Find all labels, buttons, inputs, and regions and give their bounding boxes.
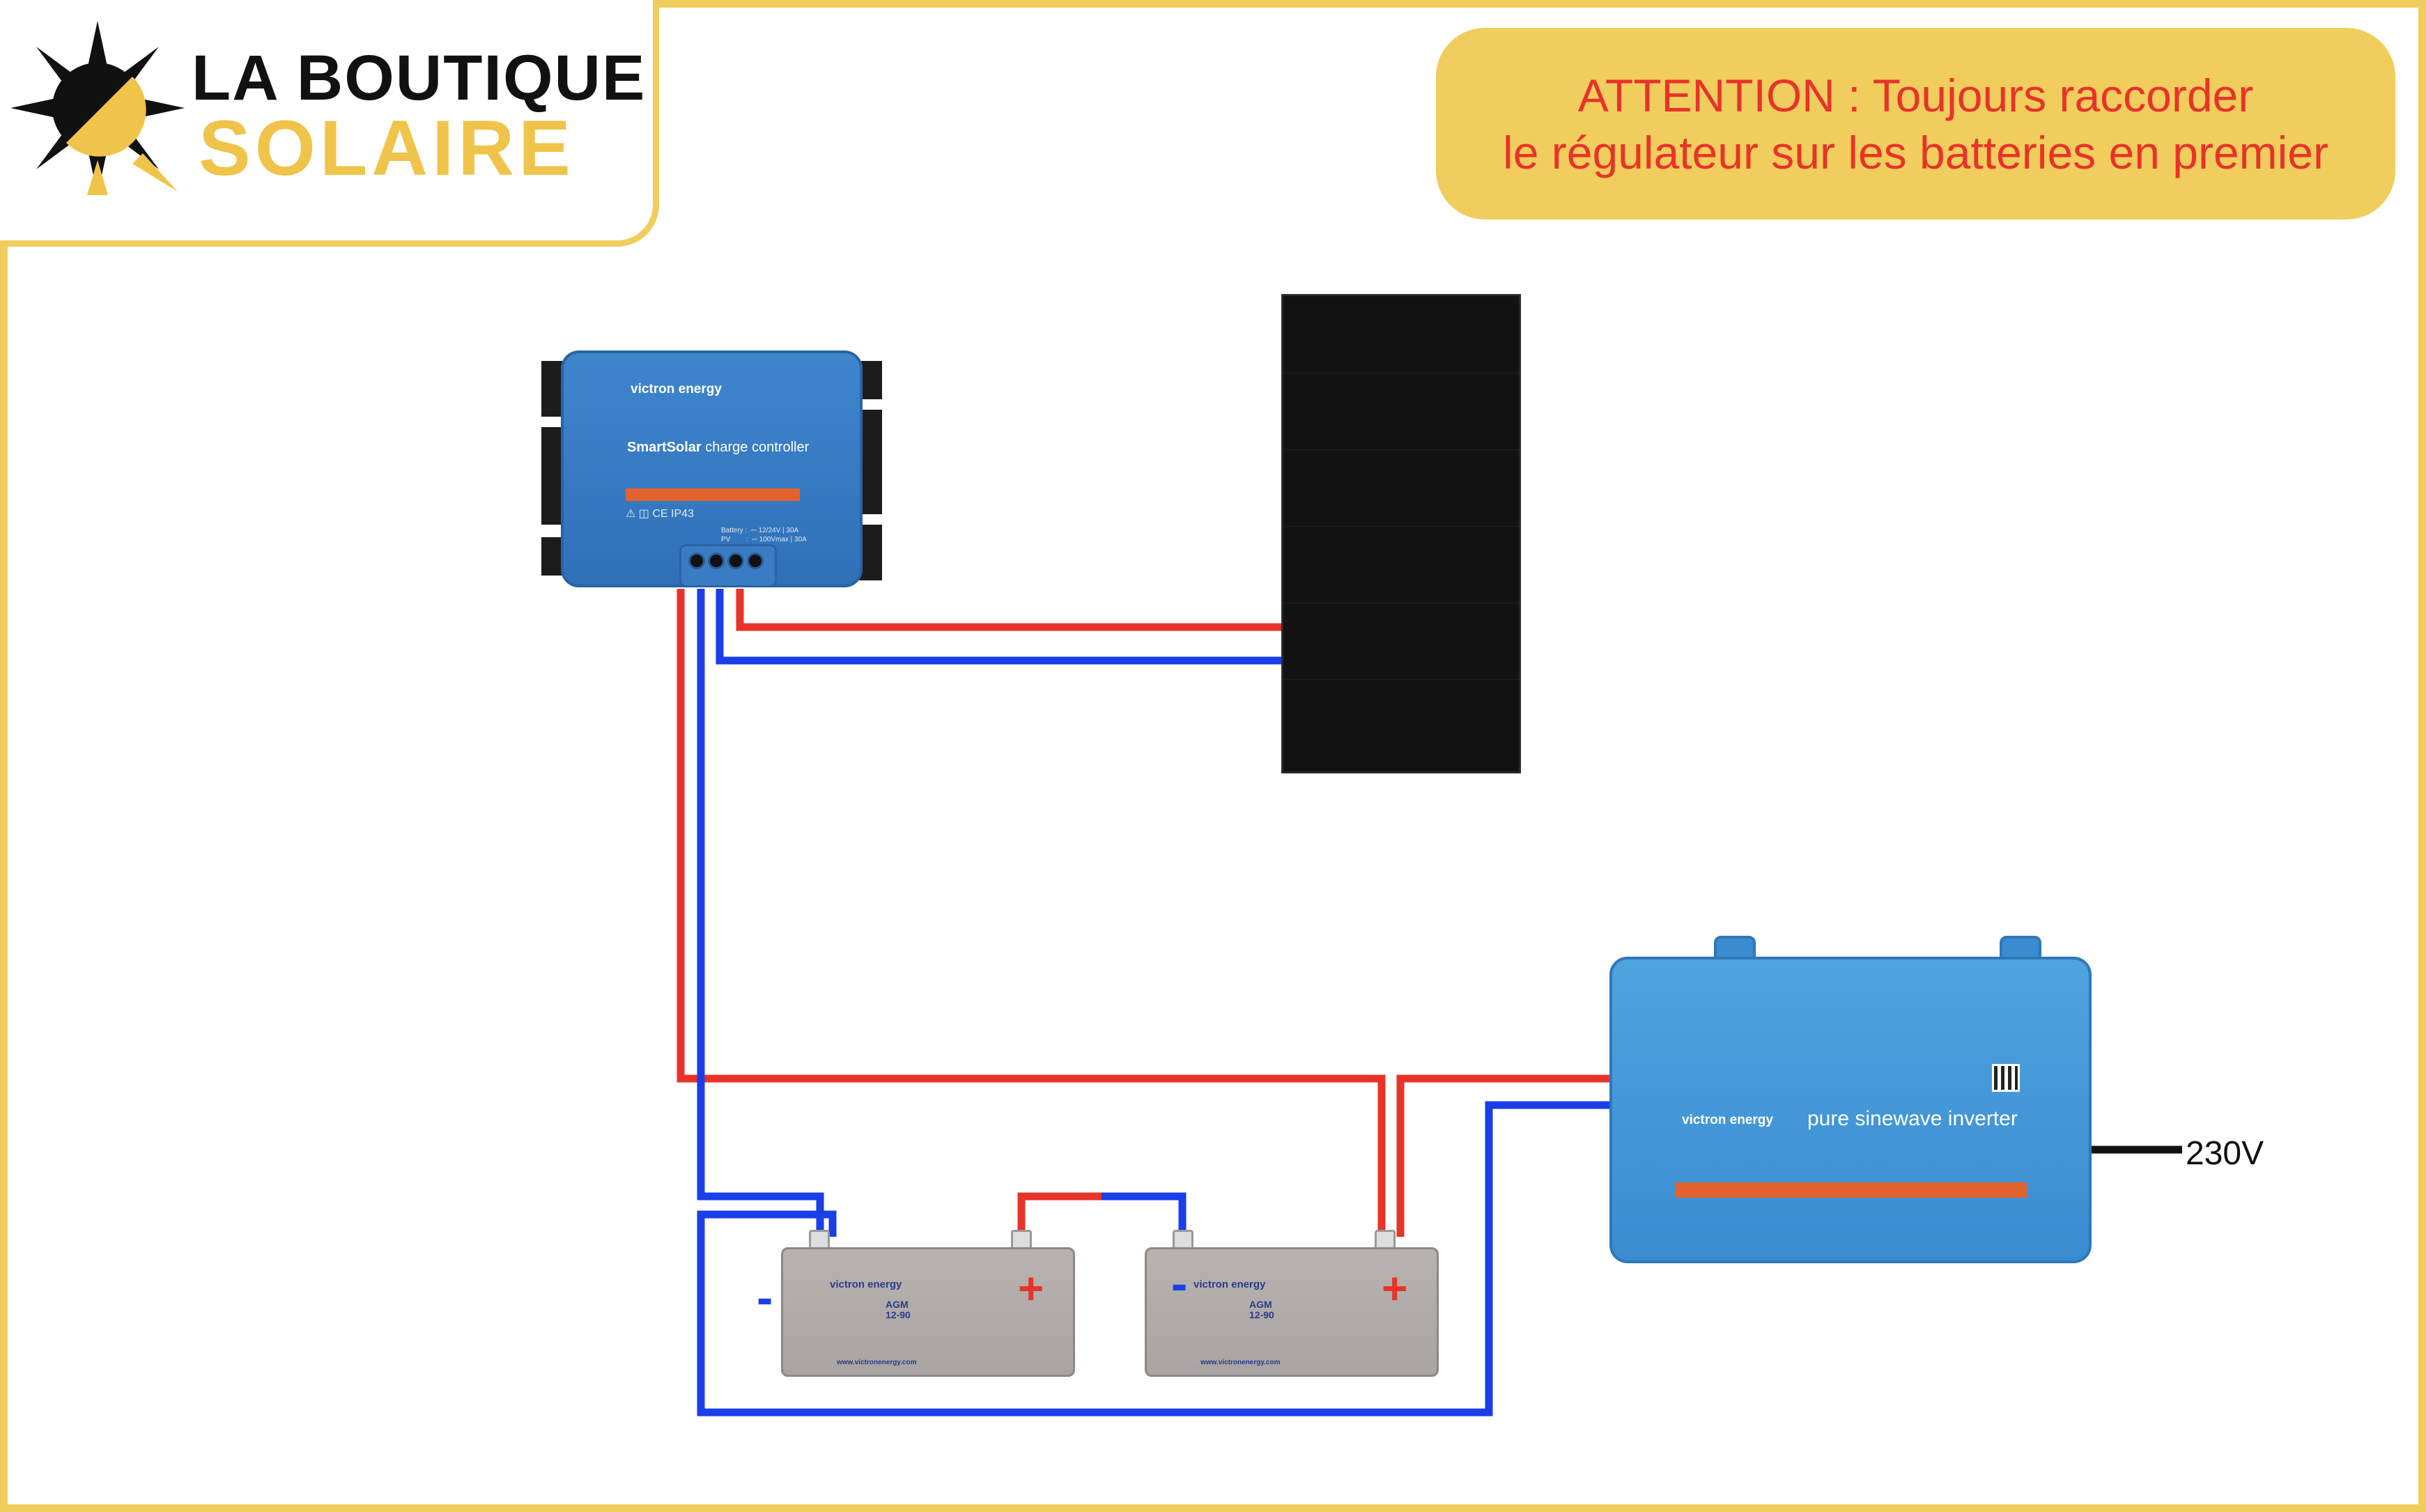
controller-brand: victron energy: [631, 382, 722, 396]
logo: LA BOUTIQUE SOLAIRE: [0, 0, 659, 247]
wire-inverter-negative: [697, 1101, 1609, 1417]
controller-spec: Battery : ⎓ 12/24V | 30A PV : ⎓ 100Vmax …: [721, 527, 807, 543]
wire-pv-negative: [716, 589, 1281, 665]
controller-stripe: [626, 488, 800, 501]
battery-positive-sign: +: [1382, 1263, 1408, 1313]
wire-series-negative: [1102, 1192, 1187, 1237]
battery-website: www.victronenergy.com: [837, 1359, 917, 1366]
attention-banner: ATTENTION : Toujours raccorder le régula…: [1436, 28, 2395, 219]
battery-model: AGM 12-90: [1249, 1299, 1274, 1320]
solar-panel: [1281, 294, 1521, 773]
inverter: victron energy pure sinewave inverter: [1609, 936, 2092, 1269]
inverter-title: pure sinewave inverter: [1807, 1107, 2018, 1130]
qr-code-icon: [1992, 1064, 2020, 1092]
battery-2: victron energy AGM 12-90 www.victronener…: [1145, 1230, 1439, 1377]
attention-line-2: le régulateur sur les batteries en premi…: [1503, 126, 2328, 178]
wire-controller-battery-positive: [677, 589, 1386, 1237]
battery-1: victron energy AGM 12-90 www.victronener…: [757, 1230, 1075, 1377]
sun-icon: [10, 21, 185, 195]
ac-output-label: 230V: [2186, 1135, 2264, 1172]
inverter-stripe: [1675, 1182, 2027, 1198]
battery-model: AGM 12-90: [886, 1299, 911, 1320]
battery-negative-sign: -: [1171, 1256, 1188, 1311]
terminal-pv-positive: [747, 553, 764, 569]
logo-text-top: LA BOUTIQUE: [192, 43, 647, 114]
battery-brand: victron energy: [1193, 1279, 1266, 1290]
wire-pv-positive: [736, 589, 1281, 631]
battery-negative-sign: -: [757, 1270, 773, 1325]
wire-series-positive: [1017, 1192, 1102, 1237]
wire-inverter-positive: [1396, 1074, 1609, 1237]
battery-website: www.victronenergy.com: [1200, 1359, 1281, 1366]
wire-controller-battery-negative: [697, 589, 824, 1237]
battery-positive-sign: +: [1018, 1263, 1044, 1313]
controller-title: SmartSolar charge controller: [627, 440, 810, 455]
battery-brand: victron energy: [830, 1279, 902, 1290]
logo-text-bottom: SOLAIRE: [199, 105, 575, 192]
attention-line-1: ATTENTION : Toujours raccorder: [1577, 69, 2254, 121]
terminal-pv-negative: [727, 553, 744, 569]
controller-certifications: ⚠ ◫ CE IP43: [626, 508, 694, 520]
charge-controller: victron energy SmartSolar charge control…: [541, 344, 882, 591]
inverter-brand: victron energy: [1682, 1113, 1773, 1127]
terminal-battery-positive: [708, 553, 725, 569]
terminal-battery-negative: [688, 553, 705, 569]
